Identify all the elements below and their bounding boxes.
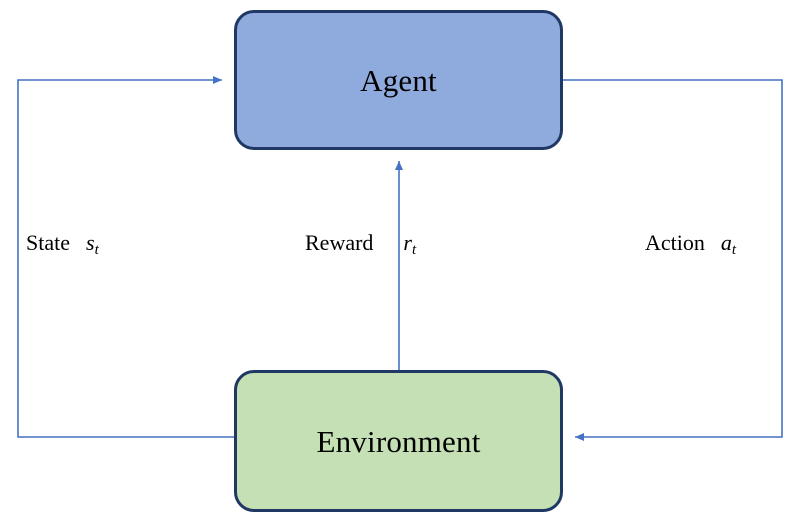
edge-label-reward: Reward rt	[305, 232, 416, 258]
edge-label-reward-symbol-sub: t	[411, 242, 417, 259]
edge-label-action-symbol-sub: t	[731, 242, 737, 259]
edge-label-state-symbol-base: s	[86, 230, 95, 255]
edge-label-state-symbol-sub: t	[94, 242, 99, 259]
edge-label-reward-symbol-base: r	[403, 230, 412, 255]
edge-label-action-symbol-base: a	[720, 230, 732, 255]
node-agent[interactable]: Agent	[234, 10, 563, 150]
edge-label-state-text: State	[26, 230, 70, 255]
node-environment-label: Environment	[316, 423, 481, 459]
node-environment[interactable]: Environment	[234, 370, 563, 512]
edge-state-path	[17, 76, 234, 438]
edge-label-action-symbol: at	[720, 230, 737, 259]
node-agent-label: Agent	[360, 62, 437, 98]
edge-label-action-text: Action	[645, 230, 705, 255]
edge-label-state-symbol: st	[86, 230, 99, 259]
edge-label-reward-text: Reward	[305, 230, 374, 255]
edge-action-path	[563, 79, 783, 441]
edge-label-reward-symbol: rt	[403, 230, 417, 259]
